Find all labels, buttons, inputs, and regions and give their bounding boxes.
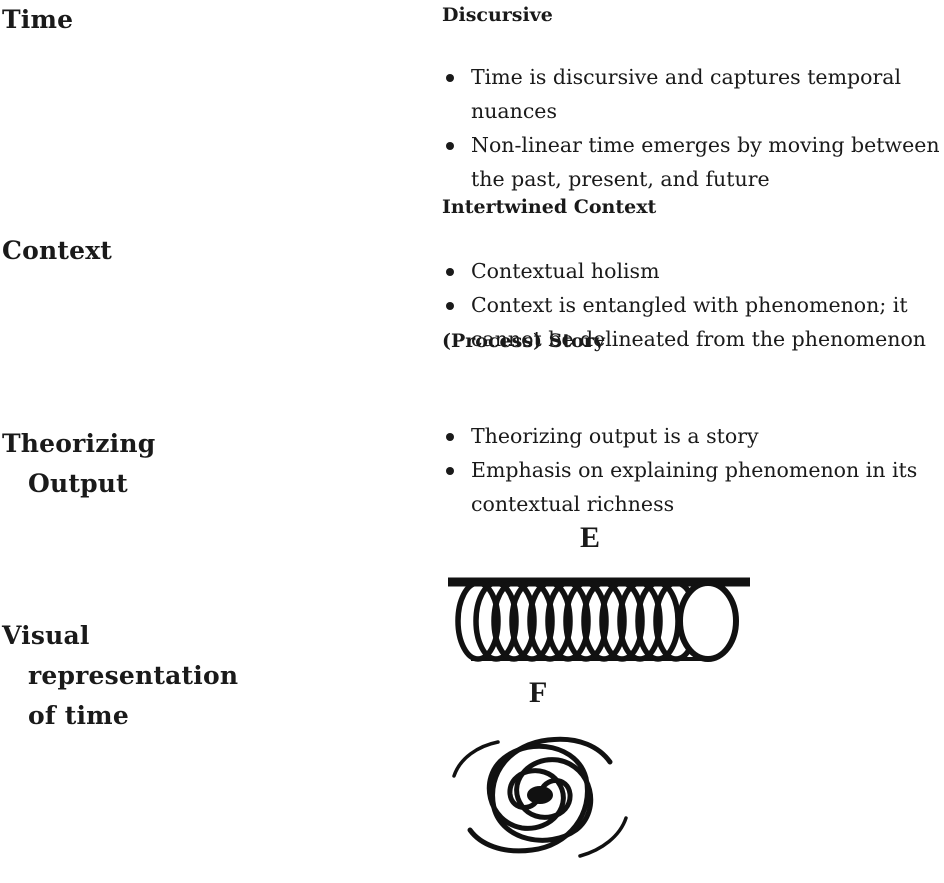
bullet-list-output: Theorizing output is a story Emphasis on…	[442, 419, 942, 521]
list-item-text: Theorizing output is a story	[471, 424, 759, 448]
spiral-galaxy-icon	[452, 736, 628, 858]
bullet-icon	[446, 467, 454, 475]
list-item: Emphasis on explaining phenomenon in its…	[442, 453, 942, 521]
row-label-theorizing-line2: Output	[28, 469, 128, 498]
heading-discursive: Discursive	[442, 4, 553, 26]
bullet-icon	[446, 268, 454, 276]
row-label-time-text: Time	[2, 5, 74, 34]
list-item-text: Emphasis on explaining phenomenon in its…	[471, 458, 918, 516]
row-label-context: Context	[2, 231, 112, 271]
bullet-icon	[446, 302, 454, 310]
list-item: Non-linear time emerges by moving betwee…	[442, 128, 942, 196]
row-label-visual-line3: of time	[28, 701, 129, 730]
coil-spring-icon	[448, 577, 750, 662]
row-label-time: Time	[2, 0, 73, 40]
bullet-icon	[446, 74, 454, 82]
list-item-text: Non-linear time emerges by moving betwee…	[471, 133, 940, 191]
bullet-icon	[446, 433, 454, 441]
heading-intertwined-context: Intertwined Context	[442, 196, 657, 218]
bullet-icon	[446, 142, 454, 150]
row-label-context-text: Context	[2, 236, 113, 265]
figure-label-f: F	[529, 676, 548, 709]
row-label-visual-line2: representation	[28, 661, 239, 690]
list-item-text: Time is discursive and captures temporal…	[471, 65, 902, 123]
list-item-text: Contextual holism	[471, 259, 660, 283]
bullet-list-context: Contextual holism Context is entangled w…	[442, 254, 942, 356]
list-item: Contextual holism	[442, 254, 942, 288]
row-label-theorizing-line1: Theorizing	[2, 429, 156, 458]
list-item: Theorizing output is a story	[442, 419, 942, 453]
figure-label-e: E	[580, 521, 601, 554]
row-label-theorizing-output: Theorizing Output	[2, 424, 155, 504]
list-item: Context is entangled with phenomenon; it…	[442, 288, 942, 356]
bullet-list-discursive: Time is discursive and captures temporal…	[442, 60, 942, 196]
heading-process-story: (Process) Story	[442, 330, 605, 352]
row-label-visual-line1: Visual	[2, 621, 90, 650]
list-item: Time is discursive and captures temporal…	[442, 60, 942, 128]
list-item-text: Context is entangled with phenomenon; it…	[471, 293, 927, 351]
row-label-visual-representation: Visual representation of time	[2, 616, 238, 736]
